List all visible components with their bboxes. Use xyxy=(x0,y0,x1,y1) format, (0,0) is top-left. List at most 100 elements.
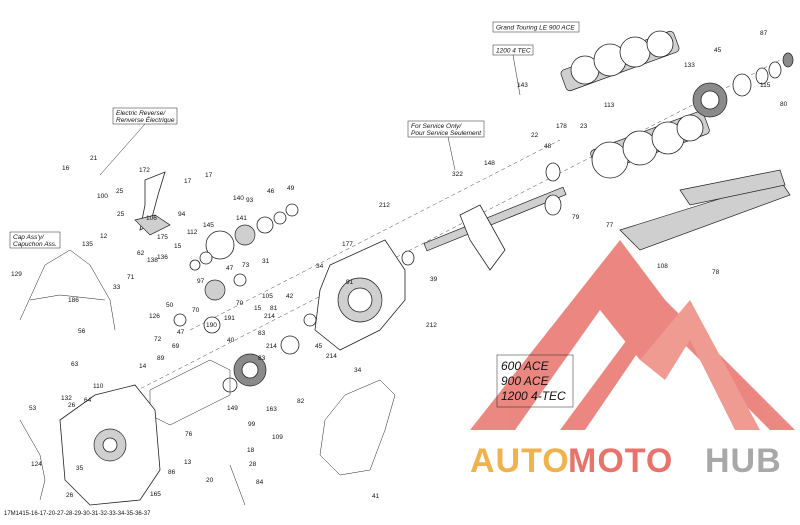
part-number-15: 15 xyxy=(174,243,182,250)
lower-sprocket-4 xyxy=(676,114,704,142)
tec-1200-label: 1200 4 TEC xyxy=(496,48,531,55)
gear-140 xyxy=(234,224,256,246)
part-number-78: 78 xyxy=(712,269,720,276)
part-number-53: 53 xyxy=(29,405,37,412)
bearing-48 xyxy=(545,162,561,182)
part-number-322: 322 xyxy=(452,171,463,178)
part-number-136: 136 xyxy=(157,254,168,261)
part-number-109: 109 xyxy=(272,434,283,441)
part-number-34: 34 xyxy=(316,263,324,270)
cap-assy-box xyxy=(9,231,61,249)
part-number-99: 99 xyxy=(248,421,256,428)
part-number-14: 14 xyxy=(139,363,147,370)
part-number-48: 48 xyxy=(544,143,552,150)
part-number-56: 56 xyxy=(78,328,86,335)
bearing-82 xyxy=(280,335,300,355)
part-number-177: 177 xyxy=(342,241,353,248)
for-service-label: For Service Only/ xyxy=(411,123,462,130)
part-number-143: 143 xyxy=(517,82,528,89)
part-number-70: 70 xyxy=(236,300,244,307)
cap-assy-label-fr: Capuchon Ass. xyxy=(13,241,57,248)
ring-115 xyxy=(755,67,769,85)
bearing-39 xyxy=(401,250,415,266)
part-number-110: 110 xyxy=(93,383,104,390)
assembly-axis-2 xyxy=(189,139,561,331)
lower-sprocket-1 xyxy=(591,141,629,179)
part-number-84: 84 xyxy=(256,479,264,486)
part-number-178: 178 xyxy=(556,123,567,130)
gasket-41 xyxy=(319,379,396,476)
part-number-172: 172 xyxy=(139,167,150,174)
logo-stroke-left xyxy=(470,240,680,430)
part-number-165: 165 xyxy=(150,491,161,498)
part-number-26: 26 xyxy=(66,492,74,499)
part-number-63: 63 xyxy=(71,361,79,368)
part-number-16: 16 xyxy=(62,165,70,172)
part-number-106: 106 xyxy=(146,215,157,222)
part-number-72: 72 xyxy=(154,336,162,343)
case-bore-inner xyxy=(102,437,118,453)
tec-1200-leader xyxy=(512,54,521,96)
chain-upper xyxy=(679,169,786,206)
part-number-175: 175 xyxy=(157,234,168,241)
part-number-212: 212 xyxy=(426,322,437,329)
part-number-94: 94 xyxy=(178,211,186,218)
needle-bearing-145 xyxy=(205,230,235,260)
part-number-21: 21 xyxy=(90,155,98,162)
part-number-73: 73 xyxy=(242,262,250,269)
part-number-49: 49 xyxy=(287,185,295,192)
part-number-62: 62 xyxy=(137,250,145,257)
cable-124 xyxy=(19,419,46,501)
part-number-113: 113 xyxy=(604,102,615,109)
part-number-46: 46 xyxy=(267,188,275,195)
lever-106 xyxy=(134,214,171,236)
part-number-148: 148 xyxy=(484,160,495,167)
cable-129 xyxy=(19,249,116,331)
housing-bore-inner xyxy=(347,287,373,313)
part-number-115: 115 xyxy=(760,82,771,89)
part-number-212: 212 xyxy=(379,202,390,209)
engine-variant-600: 600 ACE xyxy=(501,359,550,373)
watermark-moto: MOTO xyxy=(568,442,673,480)
part-number-91: 91 xyxy=(346,279,354,286)
part-number-71: 71 xyxy=(127,274,135,281)
gear-50 xyxy=(173,313,187,327)
grand-touring-label: Grand Touring LE 900 ACE xyxy=(496,25,575,32)
part-number-80: 80 xyxy=(780,101,788,108)
part-number-86: 86 xyxy=(168,469,176,476)
part-number-47: 47 xyxy=(226,265,234,272)
gear-shaft-upper xyxy=(560,30,680,92)
part-number-26: 26 xyxy=(68,402,76,409)
ring-141 xyxy=(256,216,274,234)
watermark-logo xyxy=(470,240,795,430)
gear-190 xyxy=(203,316,221,334)
part-number-25: 25 xyxy=(117,211,125,218)
part-number-105: 105 xyxy=(262,293,273,300)
part-number-42: 42 xyxy=(286,293,294,300)
part-number-77: 77 xyxy=(606,222,614,229)
part-number-64: 64 xyxy=(84,397,92,404)
cable-186 xyxy=(29,294,106,301)
part-number-140: 140 xyxy=(233,195,244,202)
part-number-41: 41 xyxy=(372,493,380,500)
logo-stroke-middle xyxy=(640,300,760,430)
part-number-13: 13 xyxy=(184,459,192,466)
for-service-label-fr: Pour Service Seulement xyxy=(411,130,482,137)
upper-sprocket-3 xyxy=(619,36,651,68)
part-number-22: 22 xyxy=(531,132,539,139)
part-number-25: 25 xyxy=(116,188,124,195)
ring-47 xyxy=(233,273,247,287)
cap-assy-label: Cap Ass'y/ xyxy=(13,234,45,241)
seal-80 xyxy=(768,61,782,79)
engine-variant-1200: 1200 4-TEC xyxy=(501,389,566,403)
upper-sprocket-4 xyxy=(646,30,674,58)
bearing-45 xyxy=(732,73,752,97)
part-number-108: 108 xyxy=(657,263,668,270)
part-number-82: 82 xyxy=(297,398,305,405)
part-number-89: 89 xyxy=(157,355,165,362)
part-number-135: 135 xyxy=(82,241,93,248)
for-service-box xyxy=(407,120,485,138)
gear-shaft-lower xyxy=(590,110,710,179)
